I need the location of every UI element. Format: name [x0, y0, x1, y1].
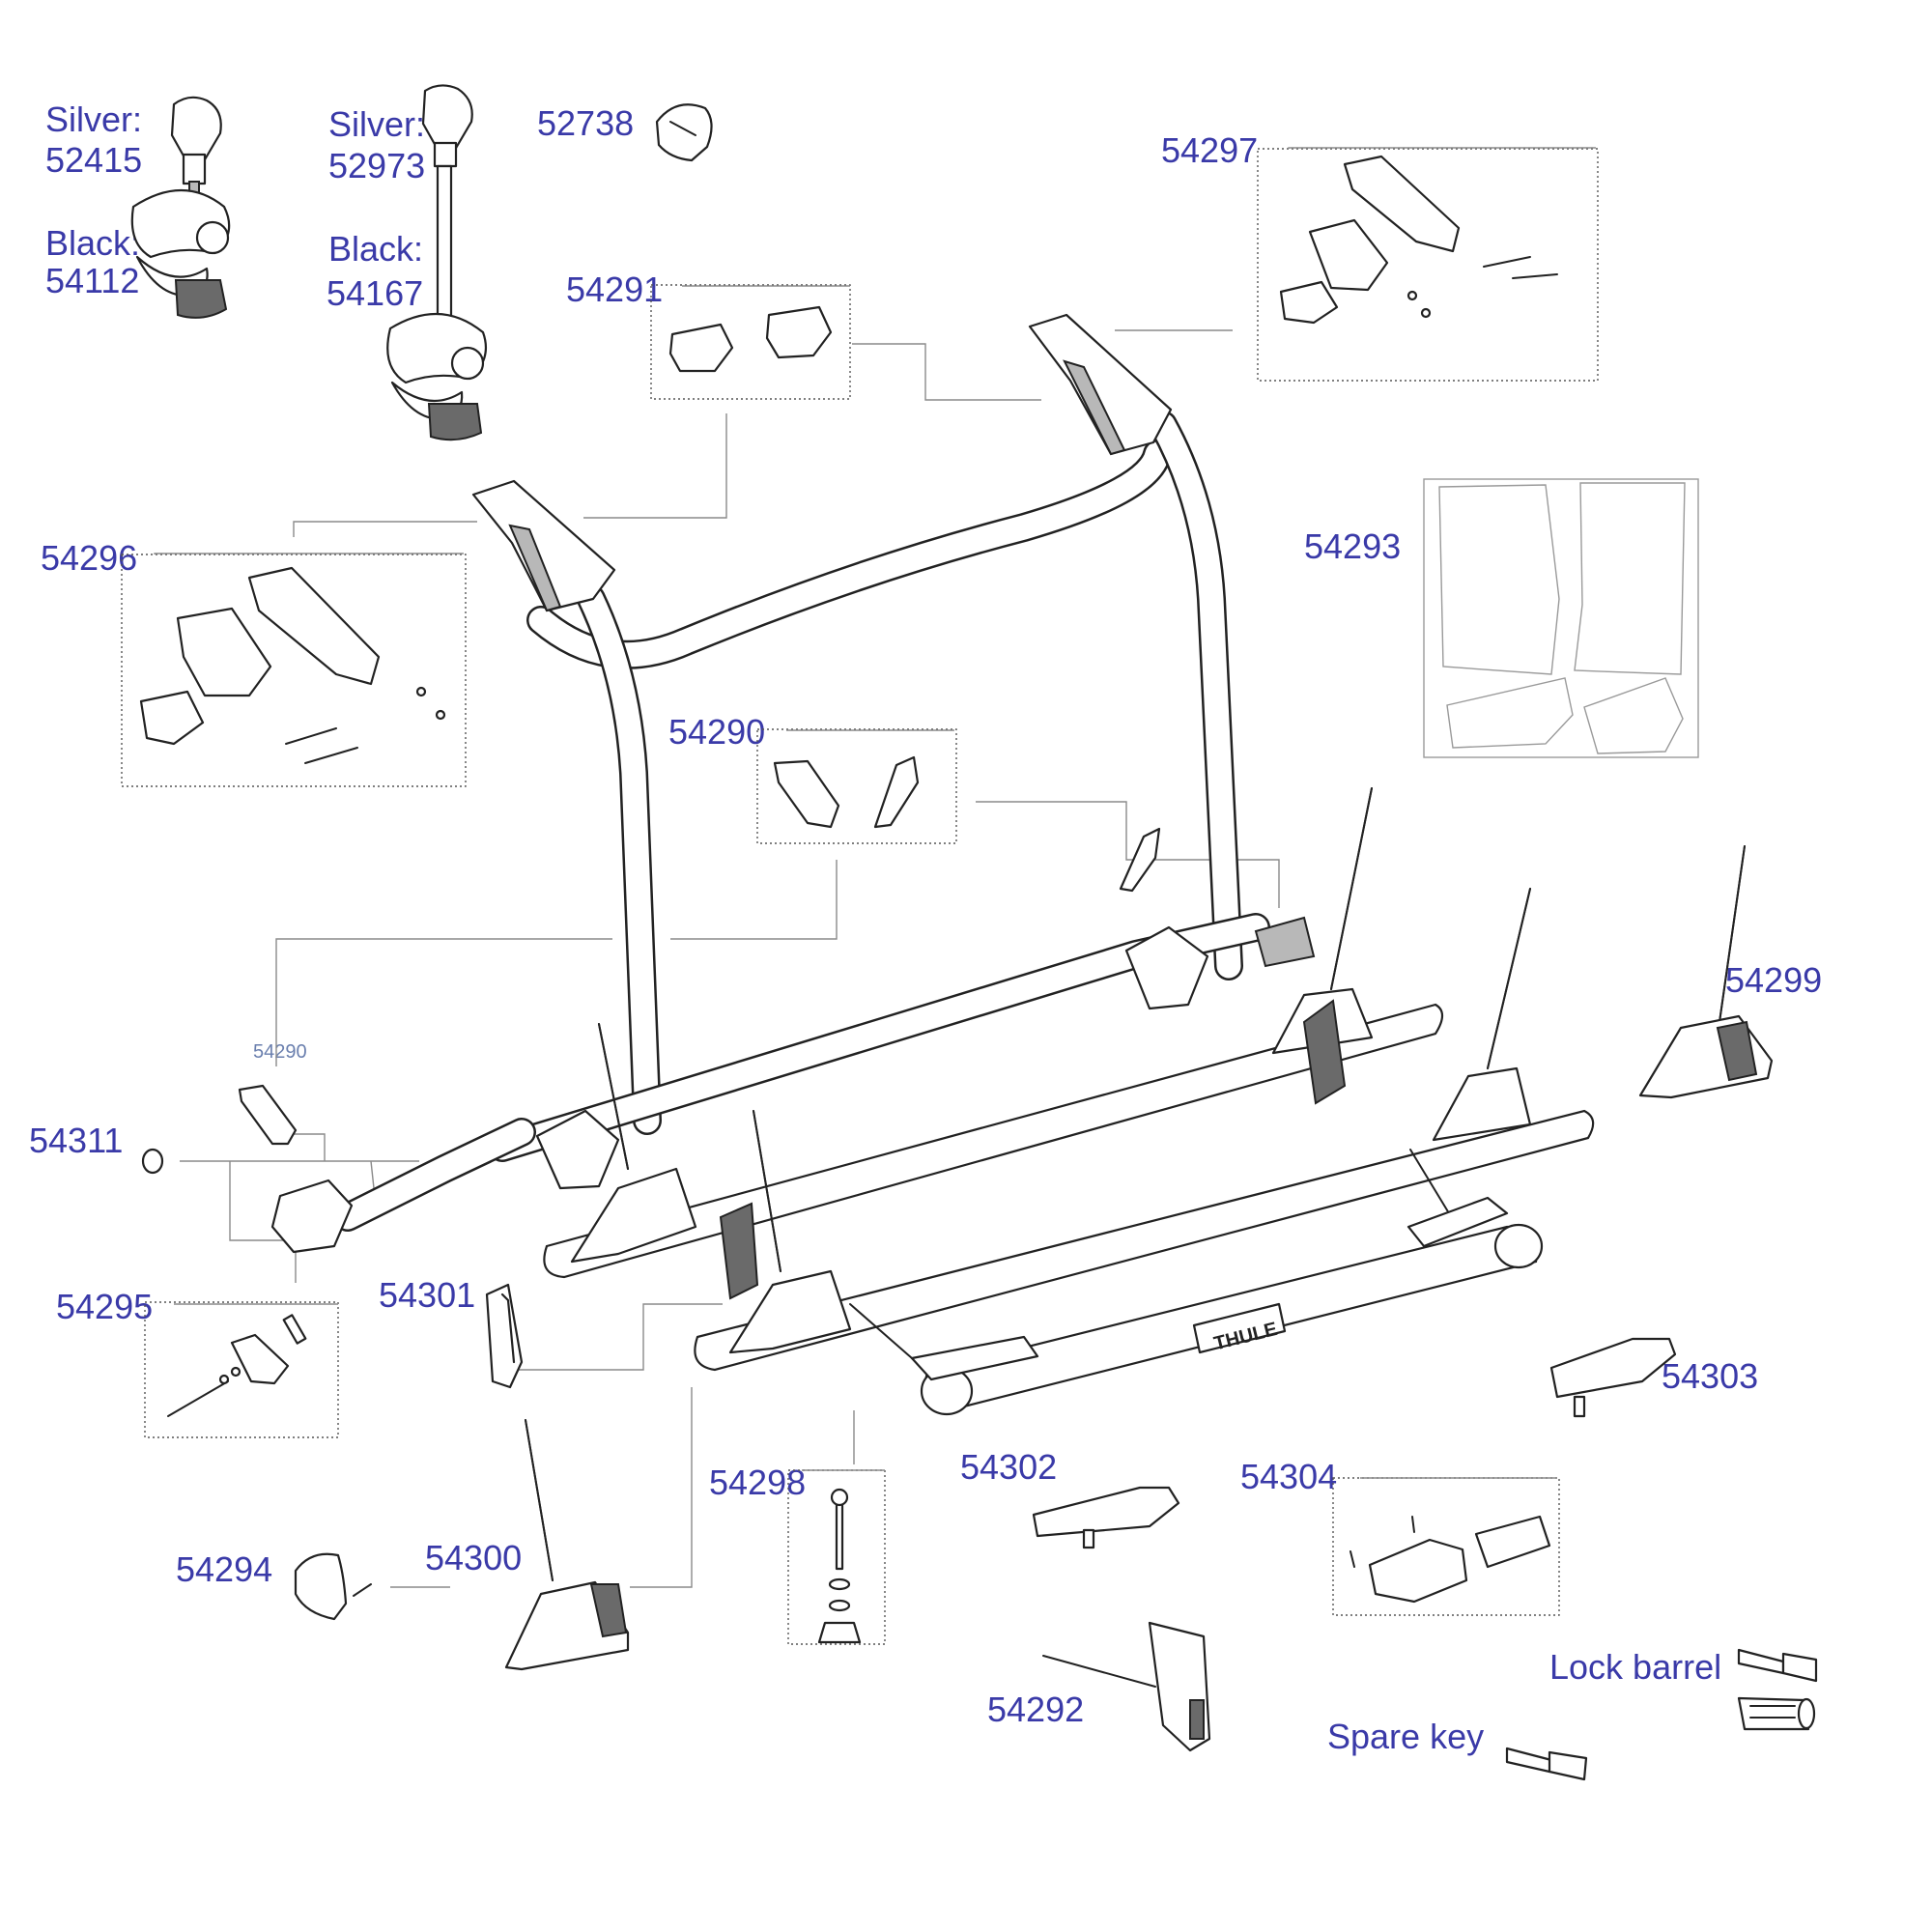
- box-54293: [1423, 478, 1699, 758]
- label-52415-number: 52415: [45, 140, 142, 180]
- part-54298-foot-kit: [817, 1488, 862, 1644]
- label-54293: 54293: [1304, 526, 1401, 566]
- leader-54290-left: [275, 938, 612, 1066]
- part-54304-cover-kit: [1350, 1515, 1551, 1604]
- label-54298: 54298: [709, 1463, 806, 1502]
- leader-54311-a: [229, 1161, 296, 1241]
- part-54300-wheel-holder: [504, 1419, 630, 1671]
- back-wheel-rail: [543, 1003, 1444, 1279]
- label-54294: 54294: [176, 1549, 272, 1589]
- part-54301-strap: [485, 1283, 524, 1389]
- label-54112-number: 54112: [45, 261, 139, 300]
- label-52973-number: 52973: [328, 146, 425, 185]
- label-54301: 54301: [379, 1275, 475, 1315]
- leader-54291-down: [583, 413, 727, 519]
- part-spare-key: [1505, 1747, 1588, 1781]
- part-54293-protective-pads: [1438, 482, 1686, 754]
- label-54297: 54297: [1161, 130, 1258, 170]
- hinge-left: [535, 1109, 620, 1190]
- label-52415-silver: Silver:: [45, 99, 142, 139]
- part-54290-clips: [238, 755, 1161, 1146]
- wheel-holder-back-left: [570, 1167, 697, 1264]
- leader-54291-right: [852, 343, 1041, 401]
- leader-54290-right: [976, 801, 1280, 908]
- label-54290: 54290: [668, 712, 765, 752]
- top-right-cap: [1028, 313, 1173, 456]
- part-52738-knob: [655, 103, 713, 162]
- label-54311: 54311: [29, 1121, 123, 1160]
- box-54291: [650, 284, 851, 400]
- label-54300: 54300: [425, 1538, 522, 1577]
- part-54291-end-plugs: [668, 305, 833, 373]
- leader-lines: [154, 147, 1596, 1588]
- part-labels: Silver: 52415 Black: 54112 Silver: 52973…: [29, 99, 1822, 1756]
- label-54304: 54304: [1240, 1457, 1337, 1496]
- wheel-holder-front-right: [1432, 1066, 1532, 1142]
- leader-54296: [293, 521, 477, 537]
- part-54294-knob: [294, 1552, 372, 1621]
- hinge-right: [1124, 925, 1209, 1010]
- leader-54290-down: [670, 860, 838, 940]
- part-54297-bracket-kit: [1279, 155, 1558, 325]
- label-54167-black: Black:: [328, 229, 423, 269]
- part-54303-cover: [1549, 1337, 1677, 1418]
- group-boxes: [121, 148, 1699, 1645]
- wheel-holder-front-left: [728, 1269, 852, 1354]
- box-54297: [1257, 148, 1599, 382]
- label-54167-number: 54167: [327, 273, 423, 313]
- leader-54297-top: [1288, 147, 1596, 149]
- label-54302: 54302: [960, 1447, 1057, 1487]
- label-54291: 54291: [566, 270, 663, 309]
- label-54290-small: 54290: [253, 1041, 307, 1063]
- part-lock-barrel: [1737, 1696, 1816, 1731]
- box-54296: [121, 554, 467, 787]
- label-54112-black: Black:: [45, 223, 140, 263]
- label-54299: 54299: [1725, 960, 1822, 1000]
- leader-54301: [518, 1303, 723, 1371]
- part-52415-short-frame-holder: [130, 96, 231, 319]
- leader-54300: [630, 1387, 693, 1588]
- label-spare-key: Spare key: [1327, 1717, 1484, 1756]
- label-lock-barrel: Lock barrel: [1549, 1647, 1721, 1687]
- part-54292-lock-handle: [1042, 1621, 1211, 1752]
- part-54295-pin-kit: [167, 1179, 354, 1417]
- part-54311-plug: [141, 1148, 164, 1175]
- box-54295: [144, 1301, 339, 1438]
- part-52973-long-frame-holder: [386, 84, 487, 441]
- label-54295: 54295: [56, 1287, 153, 1326]
- part-54296-bracket-kit: [139, 566, 446, 764]
- label-54292: 54292: [987, 1690, 1084, 1729]
- part-54302-cover: [1032, 1486, 1180, 1549]
- label-54296: 54296: [41, 538, 137, 578]
- top-left-cap: [471, 479, 616, 612]
- box-54290: [756, 728, 957, 844]
- main-frame: THULE: [333, 313, 1595, 1416]
- part-54299-wheel-holder: [1638, 845, 1774, 1099]
- label-54303: 54303: [1662, 1356, 1758, 1396]
- label-52973-silver: Silver:: [328, 104, 425, 144]
- front-wheel-rail: [694, 1109, 1595, 1372]
- part-lock-key: [1737, 1648, 1818, 1683]
- label-52738: 52738: [537, 103, 634, 143]
